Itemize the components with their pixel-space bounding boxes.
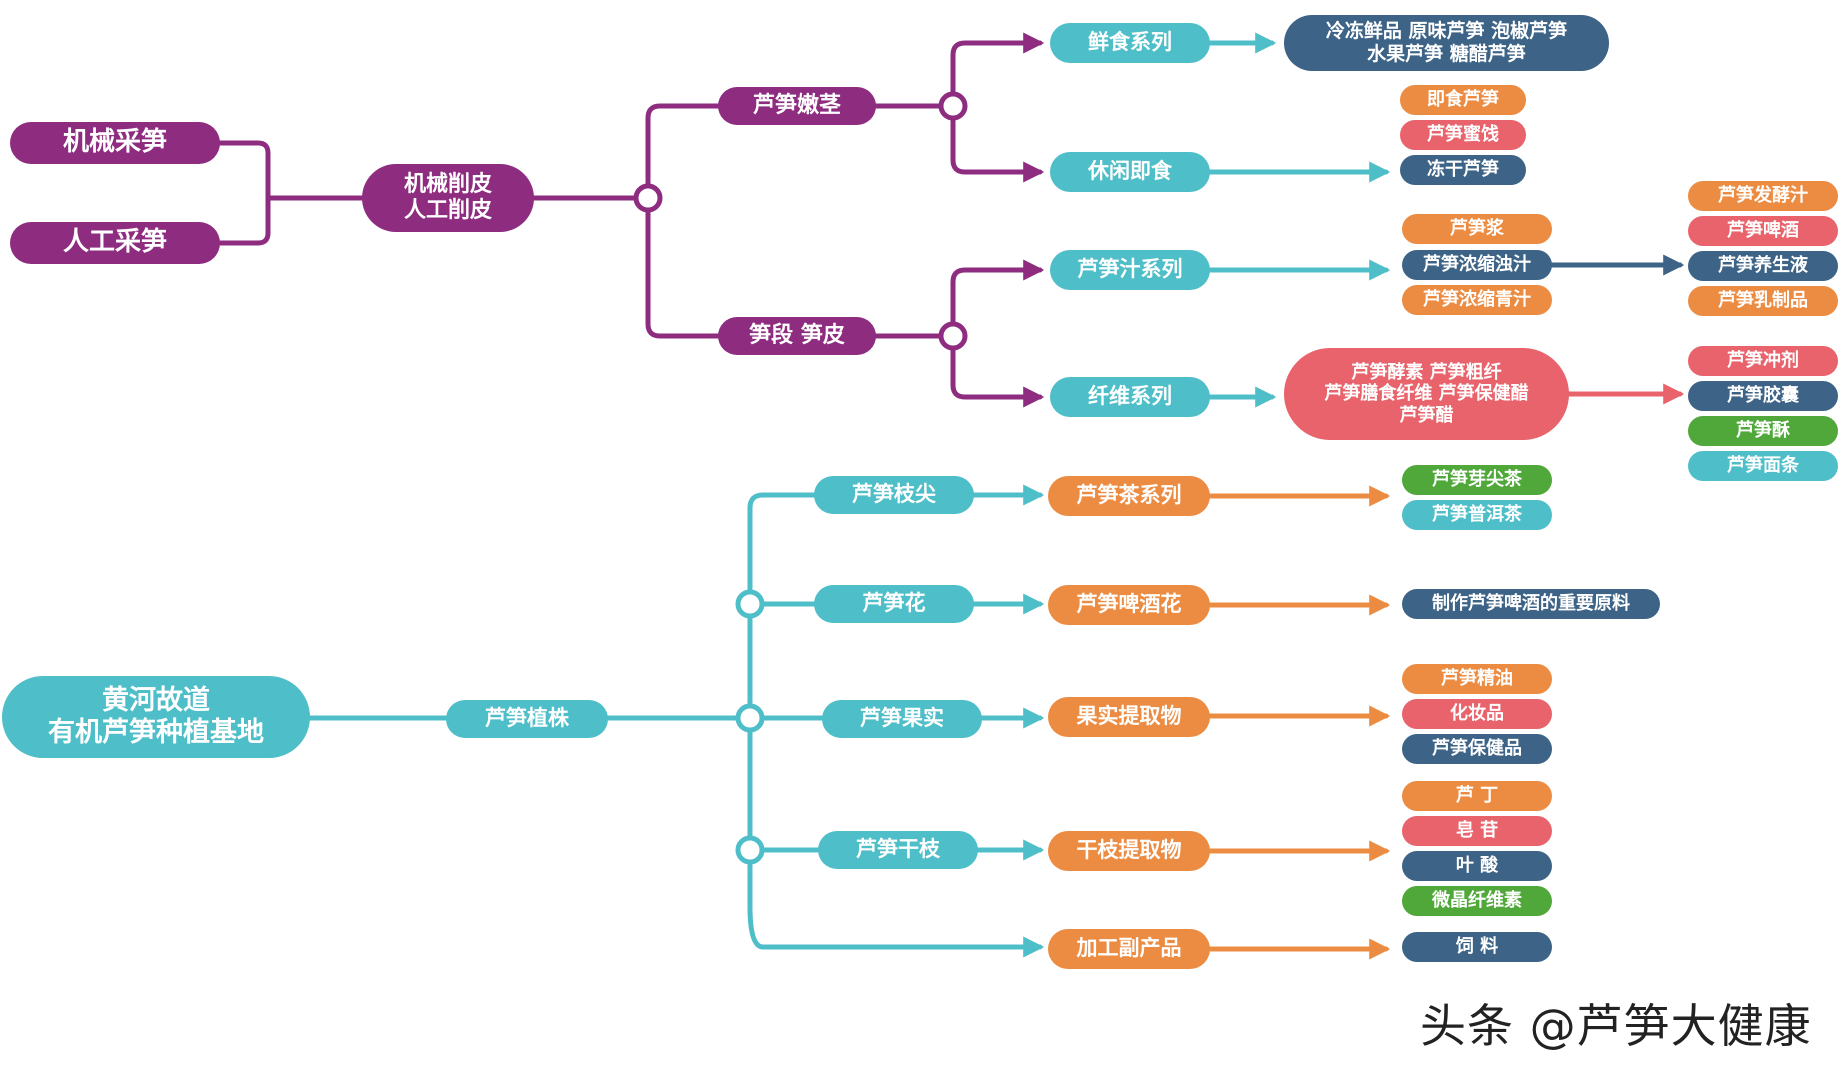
- node-zhi: 芦笋汁系列: [1050, 250, 1210, 290]
- node-xianshi-out: 冷冻鲜品 原味芦笋 泡椒芦笋 水果芦笋 糖醋芦笋: [1284, 15, 1609, 71]
- connector-fork-to-fiber: [950, 333, 1045, 408]
- node-yuanliao: 制作芦笋啤酒的重要原料: [1402, 589, 1660, 619]
- node-rengong-caisun: 人工采笋: [10, 222, 220, 264]
- node-jiang: 芦笋浆: [1402, 214, 1552, 244]
- node-nenjing: 芦笋嫩茎: [718, 87, 876, 125]
- node-xianwei: 纤维系列: [1050, 377, 1210, 417]
- node-hua: 芦笋花: [814, 585, 974, 623]
- node-mijian: 芦笋蜜饯: [1400, 120, 1526, 150]
- node-jixie-caisun: 机械采笋: [10, 122, 220, 164]
- connector-split-to-segment: [645, 195, 721, 339]
- connector-split-to-stem: [645, 103, 721, 201]
- connector-harvest-bracket: [215, 140, 271, 246]
- node-jishi: 即食芦笋: [1400, 85, 1526, 115]
- junction-fruit-circle: [735, 703, 765, 733]
- node-guoshi-tiqu: 果实提取物: [1048, 697, 1210, 737]
- node-yangsheng: 芦笋养生液: [1688, 251, 1838, 281]
- junction-flower-circle: [735, 589, 765, 619]
- node-jiuhua: 芦笋啤酒花: [1048, 585, 1210, 625]
- connector-trunk-vertical: [747, 492, 817, 910]
- connector-fork-to-juice: [950, 259, 1045, 339]
- node-ruzhi: 芦笋乳制品: [1688, 286, 1838, 316]
- node-zaogan: 皂 苷: [1402, 816, 1552, 846]
- connector-fork-to-fresh: [950, 32, 1045, 109]
- node-xianshi: 鲜食系列: [1050, 23, 1210, 63]
- connector-trunk-to-byproduct: [747, 904, 1045, 958]
- node-weijing: 微晶纤维素: [1402, 886, 1552, 916]
- junction-branch-circle: [735, 835, 765, 865]
- node-ganzhi-tiqu: 干枝提取物: [1048, 831, 1210, 871]
- node-chongji: 芦笋冲剂: [1688, 346, 1838, 376]
- node-guoshi: 芦笋果实: [822, 700, 982, 738]
- node-luding: 芦 丁: [1402, 781, 1552, 811]
- junction-peel-circle: [633, 183, 663, 213]
- node-pijiu: 芦笋啤酒: [1688, 216, 1838, 246]
- node-huazhuang: 化妆品: [1402, 699, 1552, 729]
- node-baojian: 芦笋保健品: [1402, 734, 1552, 764]
- node-xiuxian: 休闲即食: [1050, 152, 1210, 192]
- watermark: 头条 @芦笋大健康: [1420, 999, 1812, 1053]
- node-qingzhi: 芦笋浓缩青汁: [1402, 285, 1552, 315]
- node-jidi: 黄河故道 有机芦笋种植基地: [2, 676, 310, 758]
- node-zhuozhi: 芦笋浓缩浊汁: [1402, 250, 1552, 280]
- connector-fork-to-snack: [950, 103, 1045, 183]
- node-su: 芦笋酥: [1688, 416, 1838, 446]
- node-puer: 芦笋普洱茶: [1402, 500, 1552, 530]
- node-fajiao: 芦笋发酵汁: [1688, 181, 1838, 211]
- node-jiaonang: 芦笋胶囊: [1688, 381, 1838, 411]
- node-ganzhi: 芦笋干枝: [818, 831, 978, 869]
- node-xuepi: 机械削皮 人工削皮: [362, 164, 534, 232]
- node-fuchanpin: 加工副产品: [1048, 929, 1210, 969]
- node-miantiao: 芦笋面条: [1688, 451, 1838, 481]
- node-zhijian: 芦笋枝尖: [814, 476, 974, 514]
- node-cha: 芦笋茶系列: [1048, 476, 1210, 516]
- node-donggan: 冻干芦笋: [1400, 155, 1526, 185]
- node-siliao: 饲 料: [1402, 932, 1552, 962]
- node-zhizhu: 芦笋植株: [446, 700, 608, 738]
- junction-stem-circle: [938, 91, 968, 121]
- node-xianwei-out: 芦笋酵素 芦笋粗纤 芦笋膳食纤维 芦笋保健醋 芦笋醋: [1284, 348, 1569, 440]
- node-yesuan: 叶 酸: [1402, 851, 1552, 881]
- junction-segment-circle: [938, 321, 968, 351]
- node-sunduan: 笋段 笋皮: [718, 317, 876, 355]
- node-yajian: 芦笋芽尖茶: [1402, 465, 1552, 495]
- node-jingyou: 芦笋精油: [1402, 664, 1552, 694]
